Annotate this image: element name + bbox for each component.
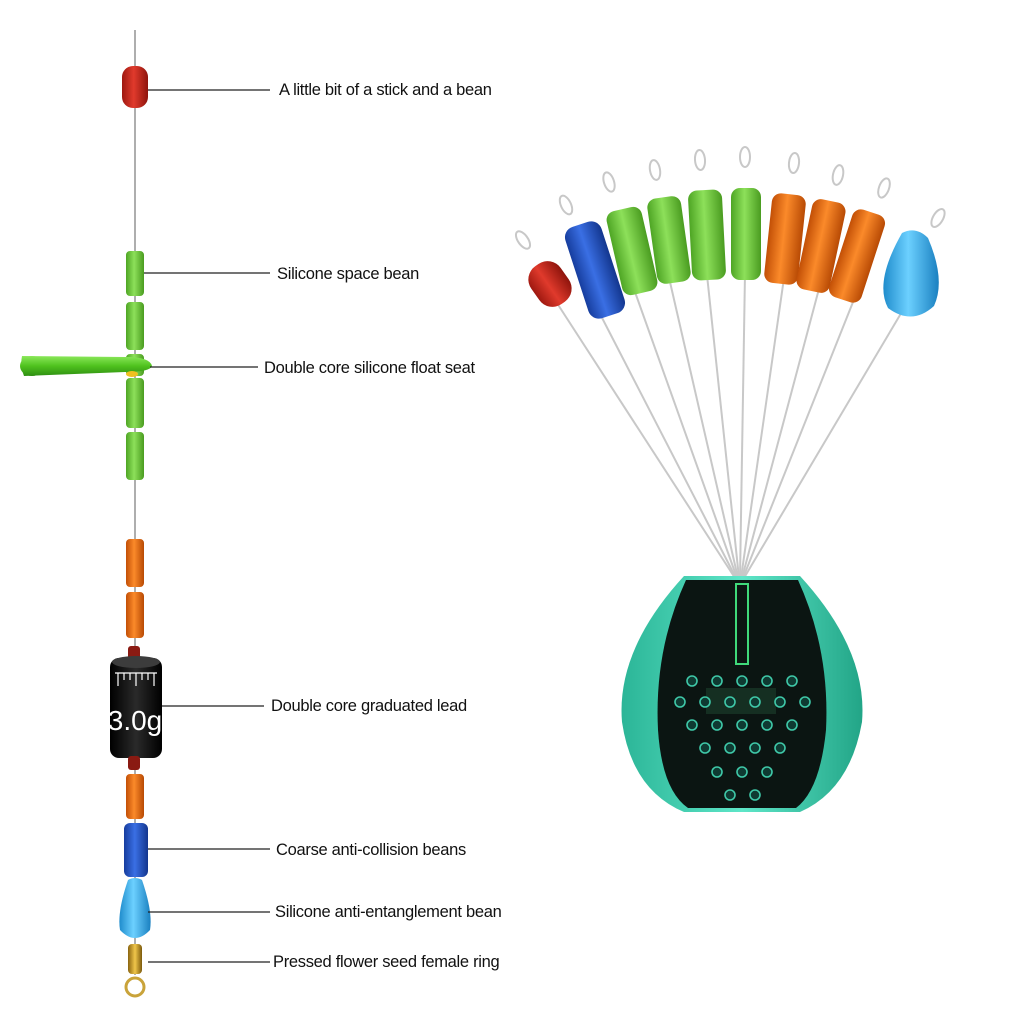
label-space-bean: Silicone space bean	[277, 265, 419, 283]
anti-collision-bean	[124, 823, 148, 877]
float-seat	[20, 354, 153, 377]
fan-bean-red	[528, 261, 572, 307]
orange-bean-2	[126, 592, 144, 638]
orange-bean-3	[126, 774, 144, 819]
space-bean-2	[126, 302, 144, 350]
space-bean-4	[126, 432, 144, 480]
fan-bean-green-4	[731, 188, 761, 280]
assembled-rig: 3.0g	[20, 30, 270, 998]
fan-bean-orange-2	[796, 199, 846, 293]
swivel-ring	[124, 944, 146, 998]
fan-bean-orange-1	[764, 193, 806, 285]
fan-bean-green-3	[688, 189, 726, 281]
label-anti-entanglement: Silicone anti-entanglement bean	[275, 903, 502, 921]
fan-bean-green-1	[606, 206, 658, 296]
red-stick-bean	[122, 66, 148, 108]
orange-bean-1	[126, 539, 144, 587]
storage-board	[621, 576, 863, 812]
fan-bean-blue	[564, 221, 626, 319]
space-bean-1	[126, 251, 144, 296]
fan-bean-orange-3	[828, 209, 886, 303]
label-stick-bean: A little bit of a stick and a bean	[279, 81, 492, 99]
graduated-lead: 3.0g	[108, 646, 163, 770]
label-graduated-lead: Double core graduated lead	[271, 697, 467, 715]
label-anti-collision: Coarse anti-collision beans	[276, 841, 467, 859]
fan-bean-green-2	[647, 196, 691, 284]
label-float-seat: Double core silicone float seat	[264, 359, 475, 377]
bean-fan-product	[514, 146, 946, 812]
lead-weight-text: 3.0g	[108, 705, 163, 736]
anti-entanglement-bean	[119, 878, 151, 938]
fan-bean-light-blue	[883, 230, 939, 317]
space-bean-3	[126, 378, 144, 428]
label-female-ring: Pressed flower seed female ring	[273, 953, 500, 971]
